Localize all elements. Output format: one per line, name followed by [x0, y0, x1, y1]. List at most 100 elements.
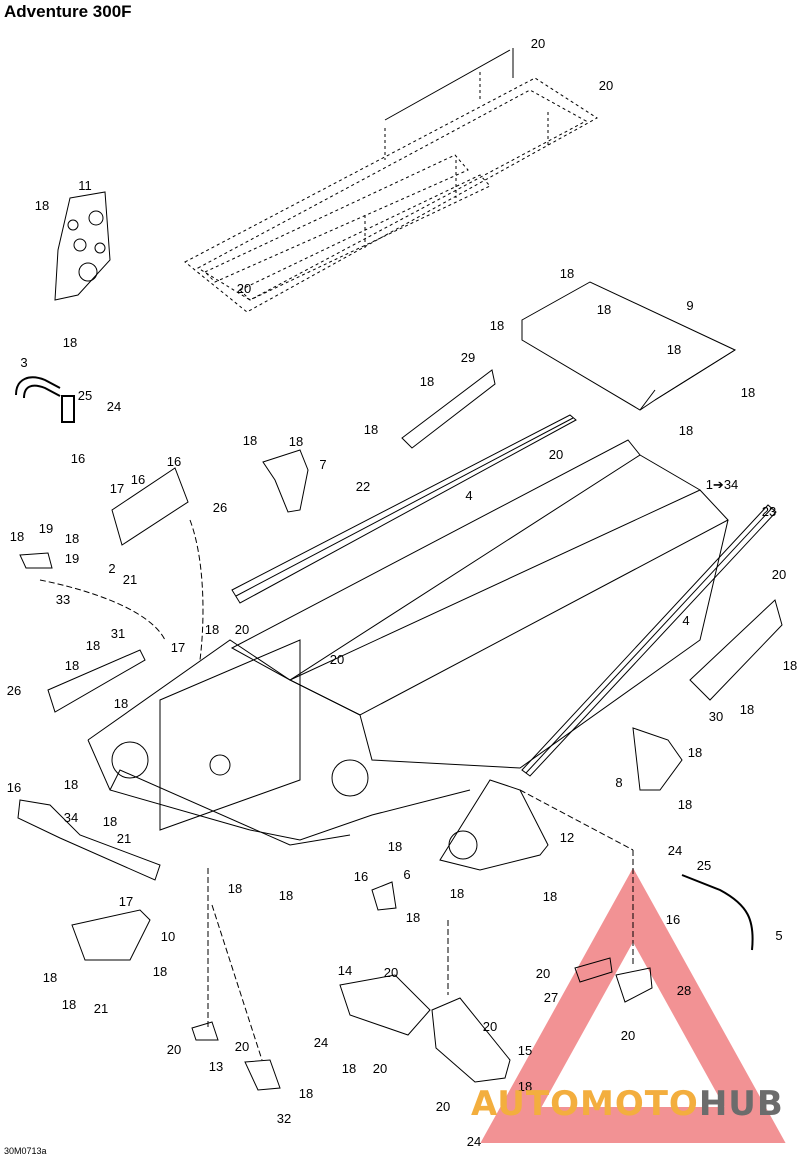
- part-30-bracket: [689, 599, 783, 701]
- callout-18: 18: [65, 658, 79, 673]
- callout-26: 26: [7, 683, 21, 698]
- callout-18: 18: [678, 797, 692, 812]
- callout-7: 7: [319, 457, 326, 472]
- part-10-bracket: [71, 909, 151, 961]
- callout-18: 18: [490, 318, 504, 333]
- callout-10: 10: [161, 929, 175, 944]
- callout-22: 22: [356, 479, 370, 494]
- callout-18: 18: [450, 886, 464, 901]
- callout-18: 18: [35, 198, 49, 213]
- part-14-footrest: [339, 974, 431, 1036]
- callout-18: 18: [228, 881, 242, 896]
- callout-20: 20: [549, 447, 563, 462]
- callout-6: 6: [403, 867, 410, 882]
- callout-18: 18: [679, 423, 693, 438]
- callout-25: 25: [78, 388, 92, 403]
- callout-28: 28: [677, 983, 691, 998]
- callout-18: 18: [518, 1079, 532, 1094]
- callout-18: 18: [205, 622, 219, 637]
- callout-20: 20: [167, 1042, 181, 1057]
- callout-21: 21: [117, 831, 131, 846]
- callout-18: 18: [688, 745, 702, 760]
- part-23-rail: [521, 504, 777, 777]
- part-31-bracket: [47, 649, 146, 713]
- callout-16: 16: [167, 454, 181, 469]
- part-28-bracket: [615, 967, 653, 1003]
- callout-20: 20: [536, 966, 550, 981]
- part-3-handle: [15, 376, 75, 423]
- callout-16: 16: [71, 451, 85, 466]
- watermark-moto: MOTO: [579, 1084, 699, 1124]
- callout-18: 18: [65, 531, 79, 546]
- callout-25: 25: [697, 858, 711, 873]
- callout-18: 18: [388, 839, 402, 854]
- callout-20: 20: [235, 1039, 249, 1054]
- watermark-hub: HUB: [698, 1084, 784, 1124]
- callout-18: 18: [153, 964, 167, 979]
- tunnel-top-panel: [184, 72, 598, 313]
- callout-20: 20: [373, 1061, 387, 1076]
- leader-line: [384, 49, 511, 121]
- callout-18: 18: [667, 342, 681, 357]
- callout-26: 26: [213, 500, 227, 515]
- callout-5: 5: [775, 928, 782, 943]
- drawing-code: 30M0713a: [4, 1146, 47, 1156]
- callout-18: 18: [114, 696, 128, 711]
- callout-labels: 2020201118181818189181818325241629181820…: [7, 36, 797, 1149]
- callout-16: 16: [354, 869, 368, 884]
- part-5-handle: [681, 874, 754, 951]
- callout-24: 24: [668, 843, 682, 858]
- main-tunnel-frame: [87, 439, 729, 846]
- callout-24: 24: [467, 1134, 481, 1149]
- callout-18: 18: [420, 374, 434, 389]
- callout-24: 24: [314, 1035, 328, 1050]
- watermark-logo: [480, 867, 786, 1143]
- callout-11: 11: [78, 178, 92, 193]
- callout-17: 17: [110, 481, 124, 496]
- part-29-bracket: [401, 369, 496, 449]
- callout-15: 15: [518, 1043, 532, 1058]
- callout-18: 18: [62, 997, 76, 1012]
- part-2-bracket: [111, 467, 189, 546]
- callout-20: 20: [235, 622, 249, 637]
- callout-18: 18: [740, 702, 754, 717]
- callout-18: 18: [10, 529, 24, 544]
- callout-17: 17: [171, 640, 185, 655]
- callout-4: 4: [465, 488, 472, 503]
- callout-23: 23: [762, 504, 776, 519]
- callout-18: 18: [299, 1086, 313, 1101]
- callout-18: 18: [342, 1061, 356, 1076]
- callout-21: 21: [123, 572, 137, 587]
- part-33-clip: [19, 552, 53, 569]
- callout-8: 8: [615, 775, 622, 790]
- callout-27: 27: [544, 990, 558, 1005]
- callout-21: 21: [94, 1001, 108, 1016]
- callout-9: 9: [686, 298, 693, 313]
- callout-24: 24: [107, 399, 121, 414]
- callout-18: 18: [63, 335, 77, 350]
- watermark-auto: AUTO: [471, 1084, 580, 1124]
- callout-20: 20: [483, 1019, 497, 1034]
- callout-16: 16: [666, 912, 680, 927]
- callout-1-34: 1➔34: [706, 477, 739, 492]
- callout-18: 18: [406, 910, 420, 925]
- callout-18: 18: [103, 814, 117, 829]
- part-9-cover-plate: [521, 281, 737, 411]
- callout-18: 18: [543, 889, 557, 904]
- callout-14: 14: [338, 963, 352, 978]
- part-34-bracket: [17, 799, 161, 881]
- part-11-bracket: [54, 191, 111, 301]
- callout-32: 32: [277, 1111, 291, 1126]
- callout-19: 19: [39, 521, 53, 536]
- part-27-bracket: [574, 957, 613, 983]
- callout-3: 3: [20, 355, 27, 370]
- callout-20: 20: [599, 78, 613, 93]
- callout-18: 18: [279, 888, 293, 903]
- callout-2: 2: [108, 561, 115, 576]
- part-13-clip: [191, 1021, 219, 1041]
- callout-16: 16: [7, 780, 21, 795]
- callout-13: 13: [209, 1059, 223, 1074]
- assembly-leaders: [39, 519, 634, 1061]
- callout-18: 18: [289, 434, 303, 449]
- callout-4: 4: [682, 613, 689, 628]
